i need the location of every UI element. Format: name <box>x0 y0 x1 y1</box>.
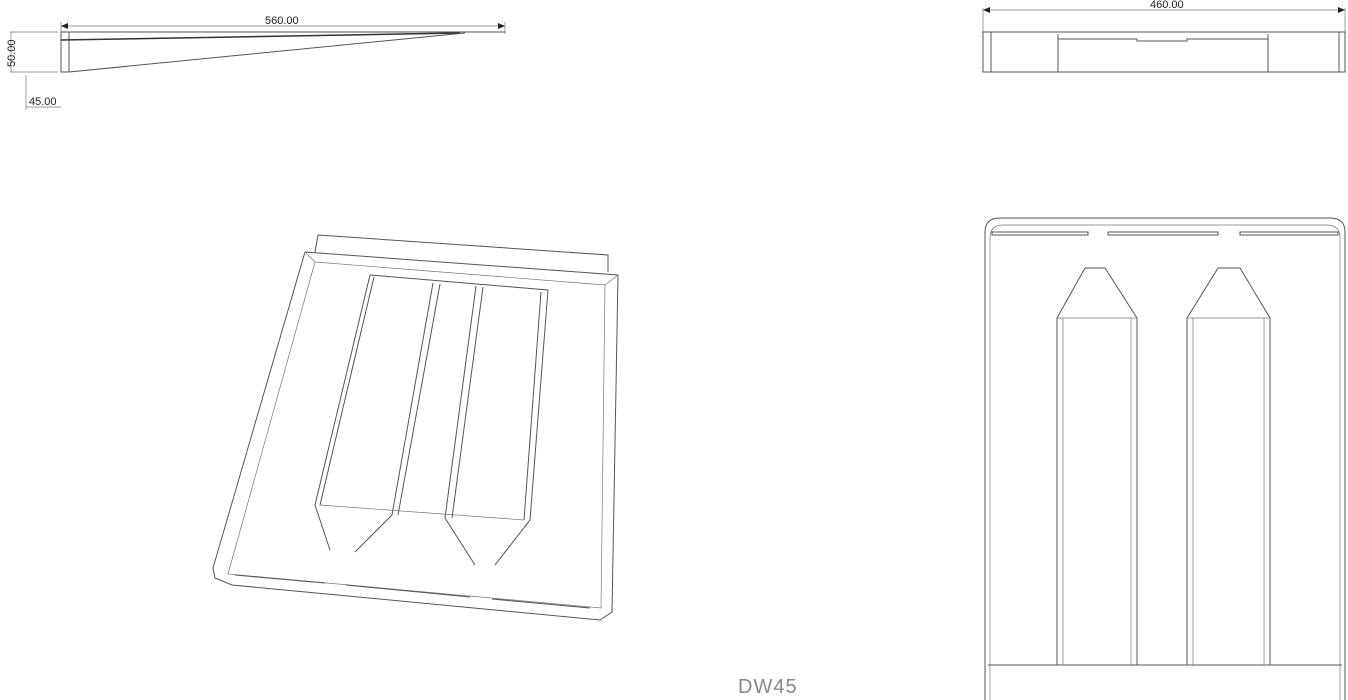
front-view: 460.00 <box>982 0 1346 73</box>
top-view <box>984 217 1346 700</box>
dim-side-offset: 45.00 <box>29 96 57 108</box>
isometric-view <box>212 234 619 621</box>
side-view: 560.00 50.00 45.00 <box>6 15 506 110</box>
model-label: DW45 <box>738 676 798 698</box>
dim-side-length: 560.00 <box>265 15 299 27</box>
dim-side-height: 50.00 <box>6 39 18 67</box>
dim-front-width: 460.00 <box>1150 0 1184 11</box>
